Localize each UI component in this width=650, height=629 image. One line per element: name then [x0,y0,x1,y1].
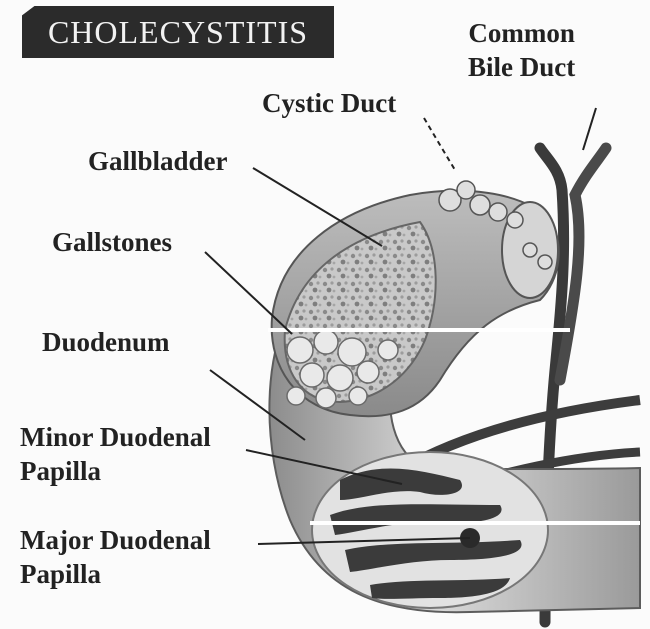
label-duodenum: Duodenum [42,325,170,359]
label-common-bile-duct-line2: Bile Duct [468,50,575,84]
label-common-bile-duct-line1: Common [468,16,575,50]
label-major-papilla-line2: Papilla [20,557,211,591]
gallbladder-shape [272,181,559,416]
label-minor-papilla-line2: Papilla [20,454,211,488]
label-gallstones: Gallstones [52,225,172,259]
label-major-papilla-line1: Major Duodenal [20,523,211,557]
label-common-bile-duct: Common Bile Duct [468,16,575,84]
label-major-duodenal-papilla: Major Duodenal Papilla [20,523,211,591]
label-minor-papilla-line1: Minor Duodenal [20,420,211,454]
label-gallbladder: Gallbladder [88,144,228,178]
label-minor-duodenal-papilla: Minor Duodenal Papilla [20,420,211,488]
diagram-title: CHOLECYSTITIS [22,6,334,58]
label-cystic-duct: Cystic Duct [262,86,396,120]
